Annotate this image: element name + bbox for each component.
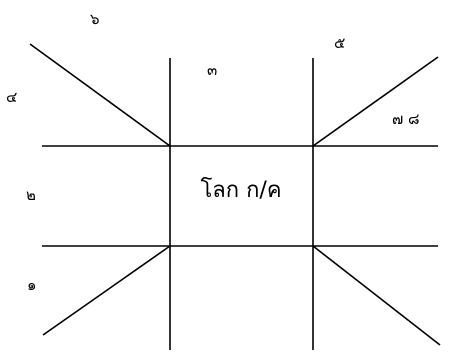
label-right-upper: ๗ ๘ — [392, 110, 420, 128]
center-label: โลก ก/ค — [200, 177, 281, 203]
label-top-left: ๖ — [90, 10, 100, 28]
diagonal-top-left — [29, 43, 171, 147]
diagonal-top-right — [312, 56, 439, 147]
diagonal-bottom-right — [312, 245, 441, 346]
diagonal-bottom-left — [42, 245, 171, 336]
label-left-upper: ๔ — [6, 88, 17, 106]
label-left-lower: ๑ — [27, 276, 37, 294]
label-top-right: ๕ — [334, 34, 345, 52]
label-left-middle: ๒ — [26, 186, 36, 204]
label-top-center: ๓ — [207, 61, 217, 79]
